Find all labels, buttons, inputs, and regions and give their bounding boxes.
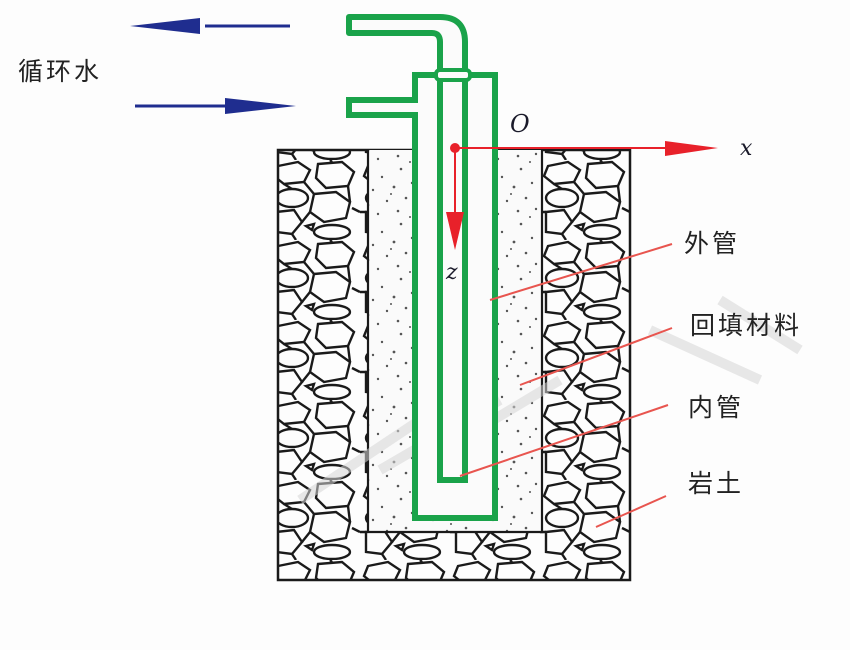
x-axis-arrowhead (665, 141, 718, 156)
leader-outer-pipe (489, 243, 673, 301)
leader-backfill (519, 327, 673, 386)
leader-inner-pipe (459, 404, 669, 477)
label-backfill: 回填材料 (690, 311, 803, 340)
origin-dot (450, 143, 460, 153)
borehole-wall (366, 150, 544, 534)
label-inner-pipe: 内管 (688, 393, 745, 422)
outlet-bend (346, 14, 468, 75)
axis-origin-label: O (510, 110, 530, 138)
z-axis-arrowhead (446, 212, 464, 250)
label-rock-soil: 岩土 (688, 469, 745, 498)
axis-z-label: z (446, 260, 458, 285)
pipe-collar (434, 68, 472, 82)
inlet-branch (346, 97, 415, 118)
inlet-join (412, 103, 420, 112)
inner-pipe (437, 75, 468, 483)
flow-arrows (130, 18, 296, 114)
coordinate-axes (446, 141, 718, 250)
inflow-arrow-head (225, 98, 296, 114)
axis-x-label: x (740, 136, 753, 161)
outflow-arrow-head (130, 18, 200, 34)
label-circulating-water: 循环水 (18, 57, 103, 86)
leader-rock-soil (595, 495, 667, 528)
leader-lines (459, 243, 673, 528)
label-outer-pipe: 外管 (684, 229, 741, 258)
